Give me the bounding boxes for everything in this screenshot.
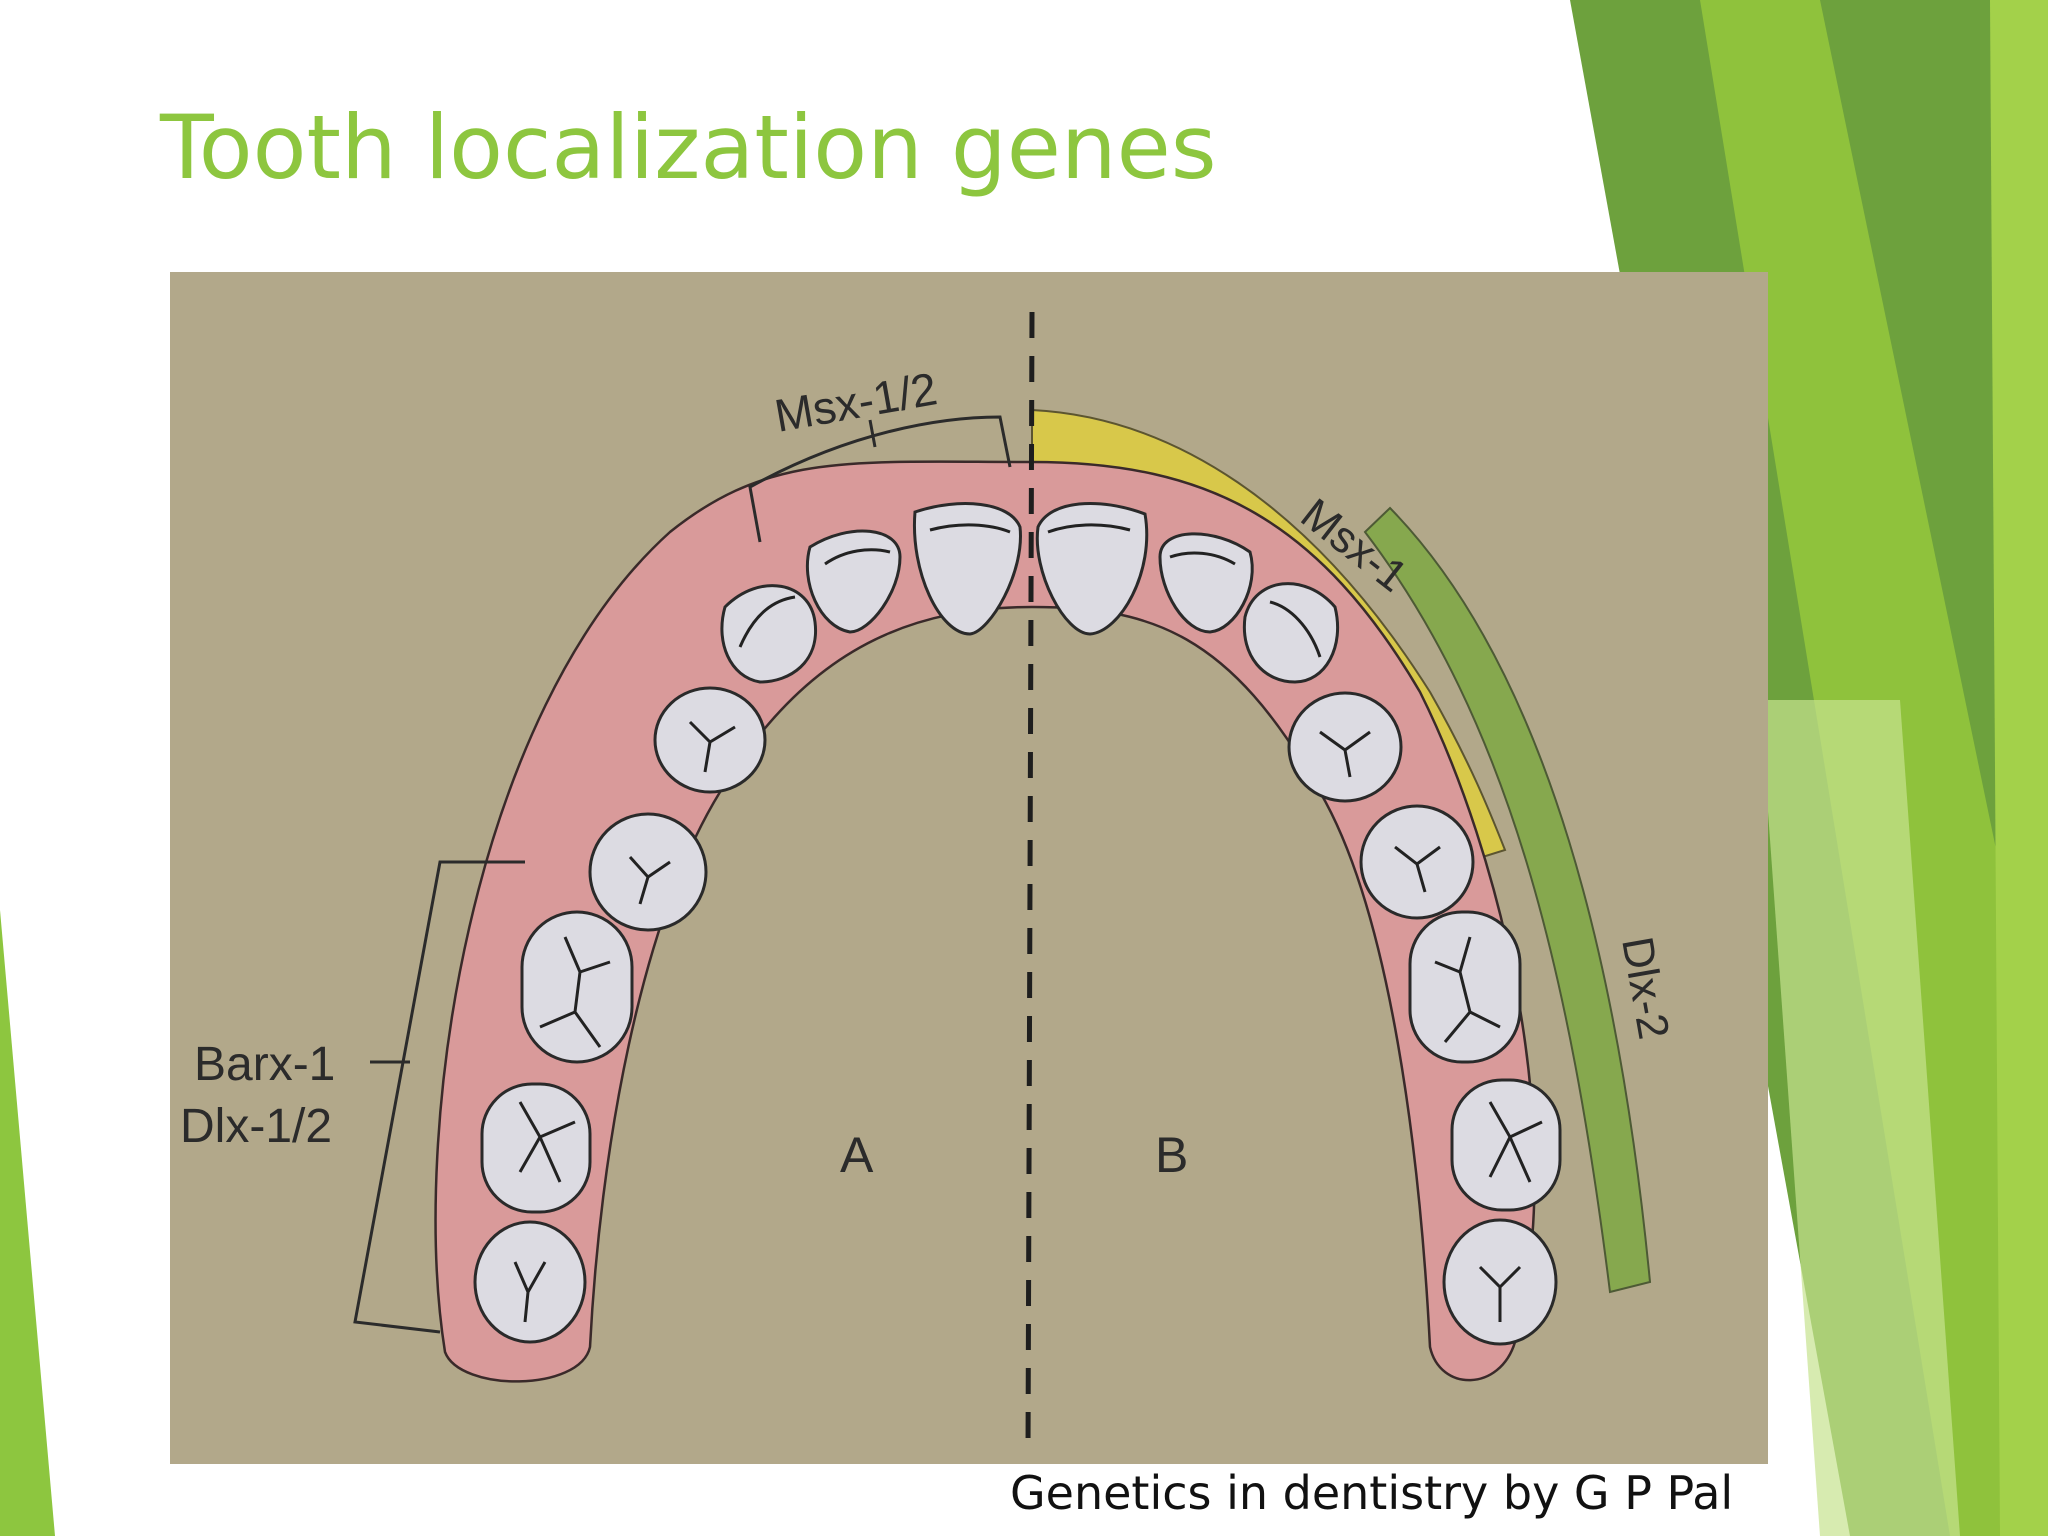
right-deco-light: [1990, 0, 2048, 1536]
tooth-left-molar-3: [475, 1222, 585, 1342]
left-deco: [0, 910, 55, 1536]
label-dlx-1-2: Dlx-1/2: [180, 1100, 332, 1153]
tooth-right-premolar-1: [1289, 693, 1401, 801]
tooth-right-premolar-2: [1361, 806, 1473, 918]
slide-caption: Genetics in dentistry by G P Pal: [1010, 1466, 1733, 1520]
tooth-left-molar-2: [482, 1084, 590, 1212]
label-half-a: A: [840, 1127, 874, 1183]
dental-arch-figure: Msx-1/2 Msx-1 Dlx-2 Barx-1 Dlx-1/2 A B: [170, 272, 1768, 1464]
tooth-right-canine: [1244, 584, 1337, 682]
tooth-left-canine: [722, 586, 816, 682]
label-barx-1: Barx-1: [194, 1038, 335, 1091]
tooth-left-premolar-2: [590, 814, 706, 930]
tooth-right-molar-3: [1444, 1220, 1556, 1344]
label-half-b: B: [1155, 1127, 1188, 1183]
slide-title: Tooth localization genes: [160, 96, 1217, 199]
